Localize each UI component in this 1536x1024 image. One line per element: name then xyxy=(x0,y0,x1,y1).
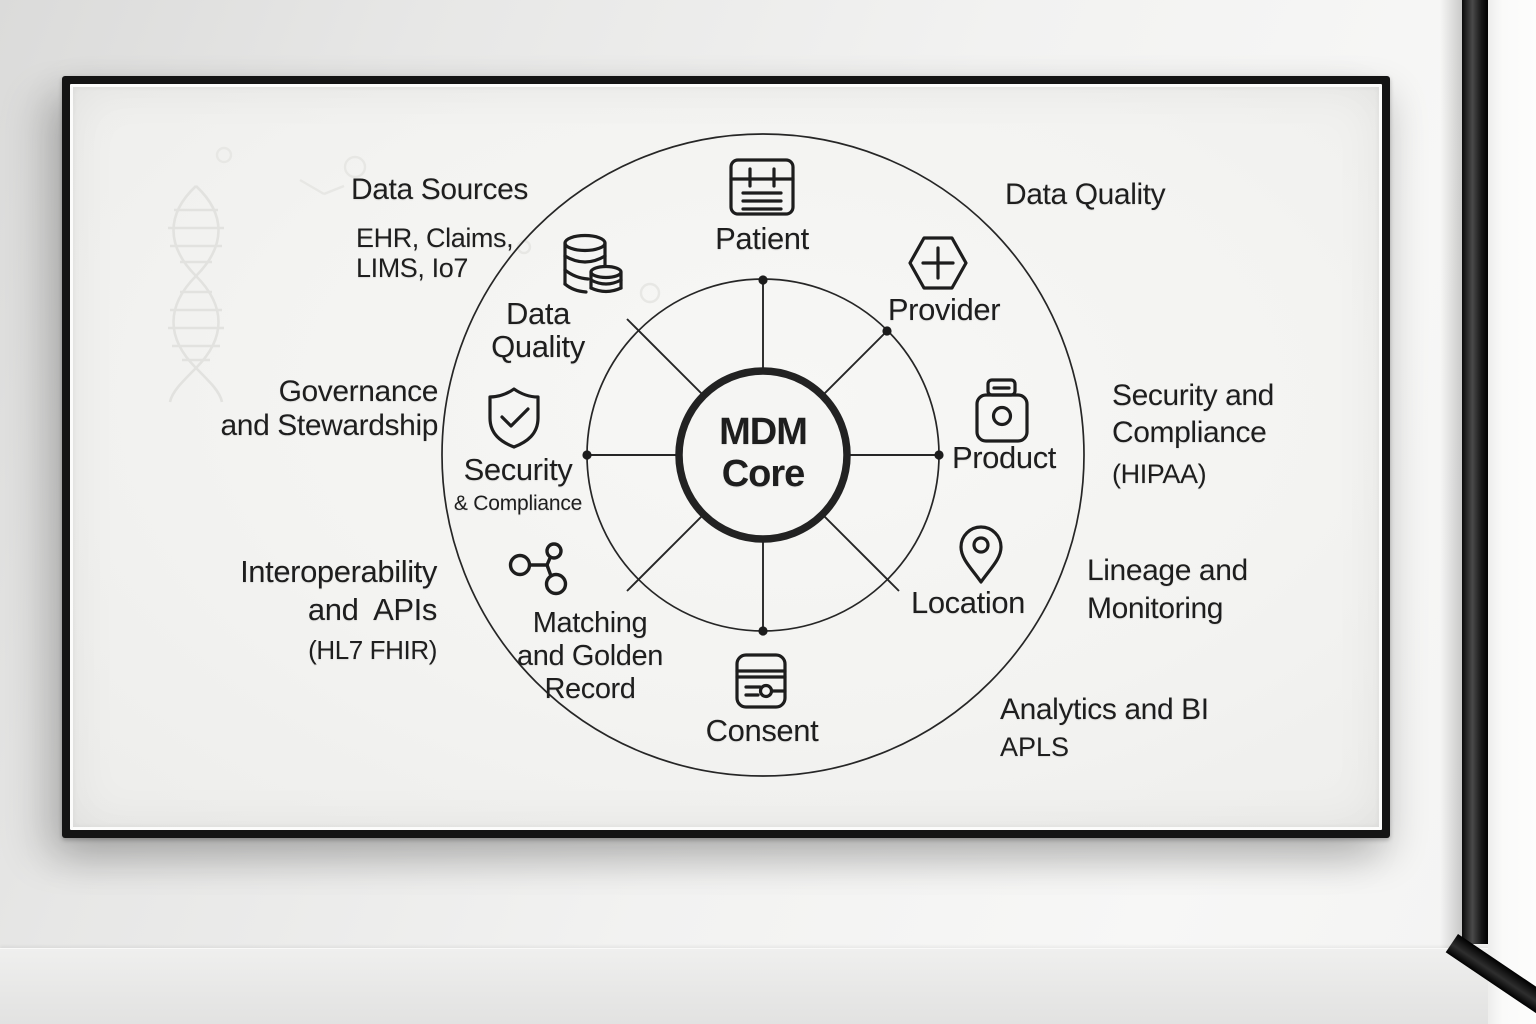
wall-corner-shadow xyxy=(1440,0,1462,948)
matching-line: Record xyxy=(544,673,636,705)
analytics-bi-label: Analytics and BI APLS xyxy=(1000,693,1209,763)
lineage-line: Monitoring xyxy=(1087,592,1224,625)
data-sources-line: LIMS, Io7 xyxy=(356,253,468,283)
glass-pane xyxy=(1488,0,1536,1024)
mdm-core-line: MDM xyxy=(719,411,808,453)
hipaa-sublabel: (HIPAA) xyxy=(1112,459,1207,489)
lineage-line: Lineage and xyxy=(1087,554,1248,587)
governance-line: and Stewardship xyxy=(220,409,439,442)
data-quality-line: Data xyxy=(506,296,570,331)
hl7-fhir-sublabel: (HL7 FHIR) xyxy=(308,635,437,665)
apls-sublabel: APLS xyxy=(1000,732,1070,763)
governance-stewardship-label: Governance and Stewardship xyxy=(220,375,439,443)
patient-label: Patient xyxy=(715,221,809,256)
security-compliance-ring-label: Security & Compliance xyxy=(453,452,583,516)
security-compliance-line: Compliance xyxy=(1112,416,1267,449)
security-sub-line: & Compliance xyxy=(453,492,583,516)
matching-line: Matching xyxy=(532,607,648,639)
matching-line: and Golden xyxy=(517,640,663,672)
mdm-core-label: MDM Core xyxy=(719,411,808,495)
security-compliance-line: Security and xyxy=(1112,379,1274,412)
provider-label: Provider xyxy=(887,292,1001,327)
governance-line: Governance xyxy=(278,375,439,408)
interoperability-line: and APIs xyxy=(307,592,438,627)
interoperability-apis-label: Interoperability and APIs (HL7 FHIR) xyxy=(240,553,437,669)
location-label: Location xyxy=(910,585,1026,620)
security-compliance-outer-label: Security and Compliance (HIPAA) xyxy=(1112,377,1274,493)
data-sources-sublabel: EHR, Claims, LIMS, Io7 xyxy=(356,223,514,283)
data-quality-ring-label: Data Quality xyxy=(491,297,585,363)
mdm-core-line: Core xyxy=(721,453,806,495)
analytics-line: Analytics and BI xyxy=(1000,693,1209,726)
data-quality-line: Quality xyxy=(491,329,585,364)
product-label: Product xyxy=(951,440,1057,475)
data-sources-heading: Data Sources xyxy=(351,173,528,206)
matching-golden-record-label: Matching and Golden Record xyxy=(517,607,663,706)
floor xyxy=(0,948,1536,1024)
data-quality-outer-heading: Data Quality xyxy=(1005,178,1166,211)
interoperability-line: Interoperability xyxy=(240,554,437,589)
consent-label: Consent xyxy=(705,713,819,748)
glass-partition-frame xyxy=(1462,0,1488,944)
data-sources-line: EHR, Claims, xyxy=(356,223,514,253)
security-line: Security xyxy=(463,452,573,487)
lineage-monitoring-label: Lineage and Monitoring xyxy=(1087,552,1248,628)
